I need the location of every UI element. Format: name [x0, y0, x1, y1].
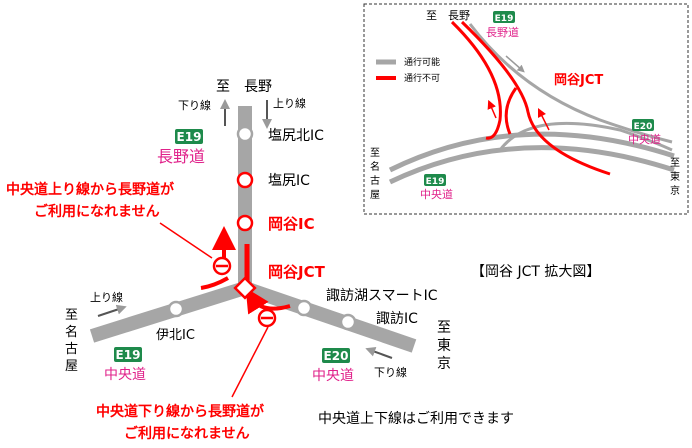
closed-ramp-east — [245, 287, 291, 315]
no-entry-icon-east — [257, 308, 277, 328]
inset-closed-ramp-2 — [460, 20, 611, 176]
svg-text:古: 古 — [65, 342, 78, 357]
inset-route-badge-e19-nagano — [493, 11, 515, 23]
legend-closed-label: 通行不可 — [404, 72, 440, 84]
ic-label-suwako-smart: 諏訪湖スマートIC — [326, 288, 438, 304]
svg-text:東: 東 — [670, 170, 680, 183]
inset-direction-nagano: 至 長野 — [426, 9, 470, 22]
svg-text:至: 至 — [670, 157, 680, 169]
ic-marker-ihoku — [167, 300, 185, 318]
notice-chuo-up-closed: 中央道上り線から長野道が ご利用になれません — [6, 181, 175, 220]
inset-route-badge-e19-chuo — [424, 174, 446, 186]
svg-text:ご利用になれません: ご利用になれません — [34, 203, 160, 220]
inset-route-badge-e20 — [632, 119, 654, 131]
outbound-label-nagano: 下り線 — [178, 98, 211, 112]
route-badge-e20-chuo — [322, 348, 350, 363]
route-code-e19-nagano: E19 — [177, 130, 202, 144]
inset-road-chuo-2 — [388, 131, 675, 173]
inset-route-code-e20: E20 — [634, 122, 653, 132]
svg-text:至: 至 — [370, 147, 380, 159]
route-name-nagano: 長野道 — [157, 147, 205, 166]
inset-arrow-red-2 — [487, 99, 497, 119]
route-badge-e19-nagano — [175, 129, 203, 144]
inset-road-ramp-2 — [468, 23, 673, 144]
inset-route-name-nagano: 長野道 — [486, 25, 519, 39]
notice-chuo-down-closed: 中央道下り線から長野道が ご利用になれません — [96, 403, 265, 442]
ic-label-shiojiri-kita: 塩尻北IC — [268, 128, 324, 144]
ic-label-ihoku: 伊北IC — [156, 328, 195, 343]
svg-text:中央道下り線から長野道が: 中央道下り線から長野道が — [96, 403, 265, 420]
jct-label-okaya: 岡谷JCT — [268, 263, 326, 281]
svg-text:至: 至 — [437, 320, 451, 336]
legend-passable-label: 通行可能 — [404, 56, 440, 68]
inbound-label-nagano: 上り線 — [273, 96, 306, 110]
enlarged-caption: 【岡谷 JCT 拡大図】 — [471, 264, 600, 280]
route-name-chuo-west: 中央道 — [104, 367, 146, 383]
direction-nagano: 至 長野 — [216, 79, 272, 95]
leader-line-up — [159, 222, 213, 259]
svg-text:京: 京 — [670, 184, 680, 197]
ic-marker-suwa — [339, 313, 357, 331]
route-code-e19-chuo: E19 — [116, 348, 141, 362]
svg-text:屋: 屋 — [65, 359, 78, 374]
main-map: 至 長野 下り線 上り線 E19 長野道 塩尻北IC 塩尻IC 岡谷IC 岡谷J… — [6, 79, 600, 442]
direction-nagoya: 至 名 古 屋 — [65, 308, 78, 374]
svg-text:ご利用になれません: ご利用になれません — [124, 425, 250, 442]
ic-marker-okaya — [236, 214, 254, 232]
leader-line-down — [231, 326, 269, 398]
route-badge-e19-chuo — [114, 347, 142, 362]
inset-closed-ramp-3 — [504, 87, 518, 135]
ic-marker-suwako-smart — [295, 299, 313, 317]
inset-route-code-e19-chuo: E19 — [426, 177, 445, 187]
closed-ramp-west — [200, 276, 229, 290]
svg-text:古: 古 — [370, 174, 380, 187]
inset-route-name-chuo-east: 中央道 — [628, 132, 661, 146]
route-name-chuo-east: 中央道 — [312, 368, 354, 384]
inset-enlarged-view: 通行可能 通行不可 至 長野 E19 長野道 岡谷JCT E20 中央道 E19… — [363, 3, 689, 215]
svg-text:東: 東 — [437, 338, 451, 354]
inset-road-ramp-1 — [498, 121, 673, 152]
inset-closed-ramp-1 — [450, 20, 502, 140]
svg-text:名: 名 — [65, 324, 78, 340]
road-chuo-east — [242, 281, 417, 353]
inset-arrow-red-1 — [537, 107, 550, 131]
ic-label-okaya: 岡谷IC — [268, 215, 315, 233]
svg-text:京: 京 — [437, 356, 451, 372]
inset-direction-nagoya: 至 名 古 屋 — [370, 147, 380, 201]
outbound-label-east: 下り線 — [374, 365, 407, 379]
inset-jct-label: 岡谷JCT — [554, 72, 603, 88]
notice-chuo-available: 中央道上下線はご利用できます — [318, 411, 514, 427]
inset-arrow-gray — [505, 55, 525, 73]
no-entry-icon-west — [212, 256, 232, 276]
route-code-e20-chuo: E20 — [324, 349, 349, 363]
direction-tokyo: 至 東 京 — [437, 320, 451, 372]
inset-route-code-e19-nagano: E19 — [495, 14, 514, 24]
ic-marker-shiojiri — [236, 171, 254, 189]
ic-label-shiojiri: 塩尻IC — [268, 173, 310, 189]
arrow-inbound-west — [97, 304, 127, 317]
inset-route-name-chuo-west: 中央道 — [420, 187, 453, 201]
svg-text:屋: 屋 — [370, 189, 380, 201]
inset-road-chuo-1 — [388, 145, 675, 185]
svg-text:中央道上り線から長野道が: 中央道上り線から長野道が — [6, 181, 175, 198]
svg-text:至: 至 — [65, 308, 78, 323]
ic-label-suwa: 諏訪IC — [376, 311, 418, 327]
ic-marker-shiojiri-kita — [236, 125, 254, 143]
svg-text:名: 名 — [370, 160, 380, 173]
inbound-label-west: 上り線 — [90, 290, 123, 304]
arrow-outbound-east — [365, 347, 393, 359]
inset-direction-tokyo: 至 東 京 — [670, 157, 680, 197]
jct-marker-okaya — [233, 276, 257, 300]
